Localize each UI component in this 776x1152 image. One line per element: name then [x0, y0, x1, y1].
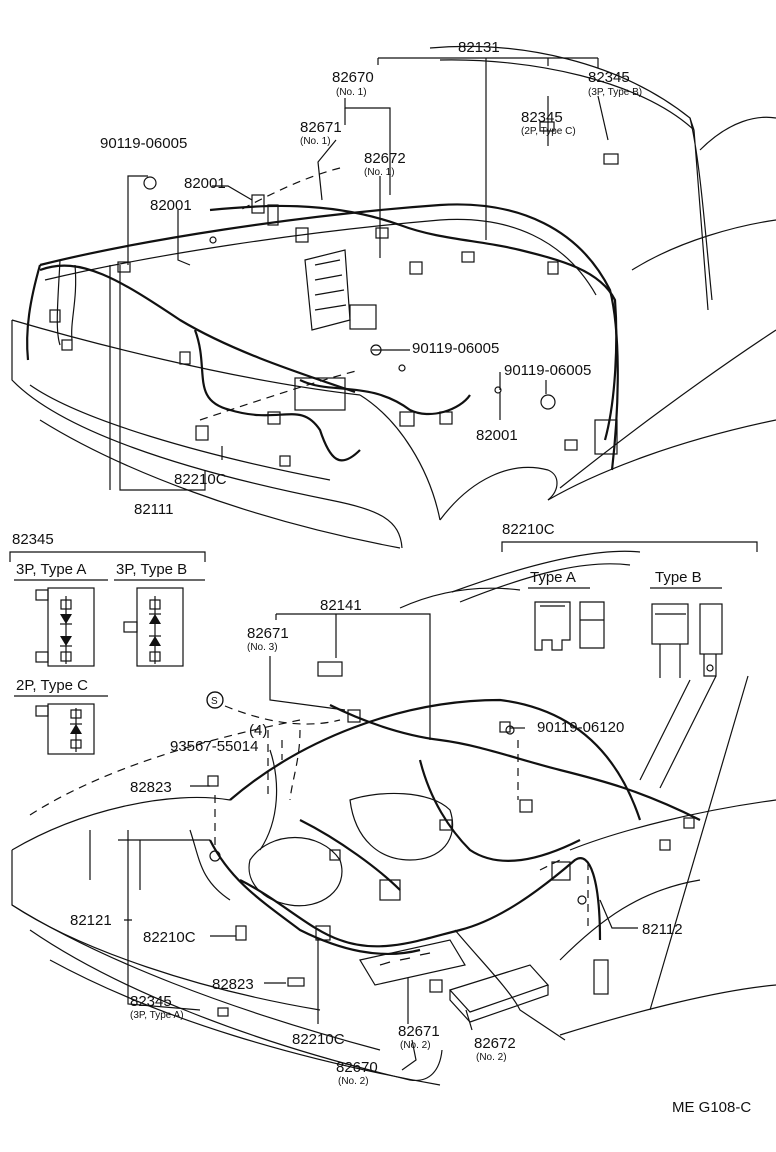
callout-82112: 82112 [642, 921, 683, 938]
callout-82671-no3: 82671 [247, 625, 289, 642]
callout-82670: 82670 [332, 69, 374, 86]
bottom-leader-lines [118, 613, 638, 1071]
callout-93567-55014: 93567-55014 [170, 738, 258, 755]
bottom-callouts: 82141 82671 (No. 3) S (4) 93567-55014 90… [70, 597, 683, 1087]
callout-82671-no2: 82671 [398, 1023, 440, 1040]
callout-82141: 82141 [320, 597, 362, 614]
callout-82001-c: 82001 [476, 427, 518, 444]
connector-legend-82345: 82345 3P, Type A 3P, Type B [9, 531, 206, 755]
callout-90119-06005-a: 90119-06005 [100, 135, 187, 152]
callout-82671-no2-sub: (No. 2) [400, 1040, 431, 1051]
connector-3p-type-b-icon [123, 587, 184, 667]
top-leader-lines [109, 57, 609, 491]
callout-82121: 82121 [70, 912, 112, 929]
callout-82210c-a: 82210C [143, 929, 196, 946]
legend-3p-type-a: 3P, Type A [16, 561, 86, 578]
connector-3p-type-a-icon [35, 587, 95, 667]
engine-relay-block [359, 939, 466, 986]
engine-bay-illustration [11, 550, 776, 1086]
callout-82345-type-b-sub: (3P, Type B) [588, 87, 642, 98]
callout-82001-b: 82001 [150, 197, 192, 214]
callout-82345-type-c-sub: (2P, Type C) [521, 126, 576, 137]
callout-82345-type-a-sub: (3P, Type A) [130, 1010, 184, 1021]
fuse-type-b-icon [651, 603, 723, 678]
relay-82672 [349, 304, 377, 330]
callout-82823-a: 82823 [130, 779, 172, 796]
legend-82210c-title: 82210C [502, 521, 555, 538]
callout-qty-4: (4) [249, 722, 267, 739]
callout-82670-no2-sub: (No. 2) [338, 1076, 369, 1087]
callout-82345-type-a: 82345 [130, 993, 172, 1010]
callout-82345-type-c: 82345 [521, 109, 563, 126]
callout-82131: 82131 [458, 39, 500, 56]
top-callouts: 82131 82670 (No. 1) 82345 (3P, Type B) 8… [100, 39, 642, 518]
legend-3p-type-b: 3P, Type B [116, 561, 187, 578]
trunk-illustration [11, 45, 776, 549]
callout-82671: 82671 [300, 119, 342, 136]
connector-2p-type-c-icon [35, 703, 95, 755]
callout-82670-no2: 82670 [336, 1059, 378, 1076]
diagram-code: ME G108-C [672, 1099, 751, 1116]
callout-82670-sub: (No. 1) [336, 87, 367, 98]
legend-fuse-type-b: Type B [655, 569, 702, 586]
callout-82823-b: 82823 [212, 976, 254, 993]
callout-82210c-top: 82210C [174, 471, 227, 488]
junction-box-cover-82672 [448, 964, 550, 1013]
callout-82345-type-b: 82345 [588, 69, 630, 86]
callout-82672-no2-sub: (No. 2) [476, 1052, 507, 1063]
callout-90119-06005-b: 90119-06005 [412, 340, 499, 357]
callout-82671-sub: (No. 1) [300, 136, 331, 147]
callout-82111: 82111 [134, 501, 174, 518]
callout-90119-06120: 90119-06120 [537, 719, 624, 736]
callout-82672-no2: 82672 [474, 1035, 516, 1052]
callout-s: S [211, 696, 218, 707]
legend-82345-title: 82345 [12, 531, 54, 548]
callout-82672: 82672 [364, 150, 406, 167]
legend-fuse-type-a: Type A [530, 569, 576, 586]
callout-82210c-b: 82210C [292, 1031, 345, 1048]
ecu-box [294, 377, 346, 411]
screw-s-icon [206, 691, 224, 709]
callout-82672-sub: (No. 1) [364, 167, 395, 178]
trunk-junction-block [304, 249, 351, 331]
callout-82671-no3-sub: (No. 3) [247, 642, 278, 653]
legend-2p-type-c: 2P, Type C [16, 677, 88, 694]
fuse-type-a-icon [534, 601, 605, 651]
callout-90119-06005-c: 90119-06005 [504, 362, 591, 379]
callout-82001-a: 82001 [184, 175, 226, 192]
fuse-legend-82210c: 82210C Type A Type B [501, 521, 758, 678]
